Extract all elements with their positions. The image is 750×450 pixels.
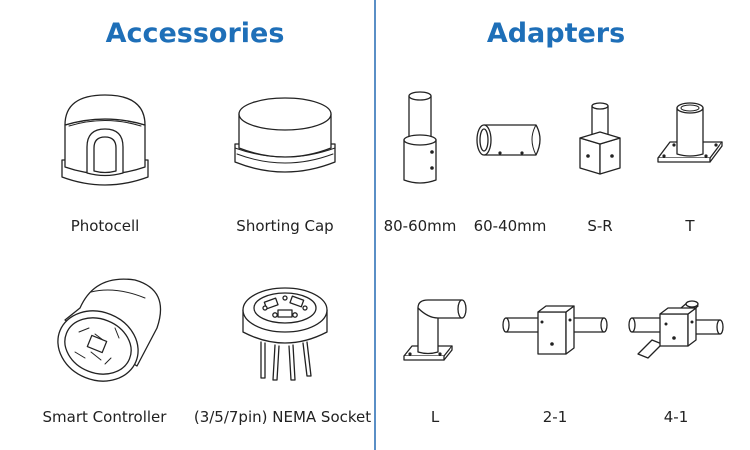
accessories-heading: Accessories — [105, 18, 285, 49]
adapter-4-1-icon — [628, 296, 724, 364]
adapter-s-r-icon — [572, 100, 628, 180]
nema-socket-label: (3/5/7pin) NEMA Socket — [193, 408, 372, 426]
photocell-label: Photocell — [70, 217, 140, 235]
adapter-60-40mm-label: 60-40mm — [473, 217, 547, 235]
smart-controller-label: Smart Controller — [42, 408, 167, 426]
adapter-80-60mm-label: 80-60mm — [383, 217, 457, 235]
section-divider — [374, 0, 376, 450]
adapter-4-1-label: 4-1 — [663, 408, 689, 426]
adapter-t-icon — [654, 100, 726, 178]
photocell-icon — [45, 85, 165, 200]
adapter-l-label: L — [430, 408, 440, 426]
adapter-l-icon — [402, 296, 468, 372]
shorting-cap-icon — [225, 92, 345, 192]
adapter-t-label: T — [685, 217, 695, 235]
adapter-2-1-icon — [500, 298, 610, 360]
adapter-s-r-label: S-R — [587, 217, 613, 235]
adapter-2-1-label: 2-1 — [542, 408, 568, 426]
adapter-80-60mm-icon — [392, 88, 448, 188]
smart-controller-icon — [45, 268, 170, 388]
nema-socket-icon — [225, 280, 345, 385]
adapters-heading: Adapters — [486, 18, 626, 49]
adapter-60-40mm-icon — [470, 115, 550, 170]
shorting-cap-label: Shorting Cap — [236, 217, 334, 235]
